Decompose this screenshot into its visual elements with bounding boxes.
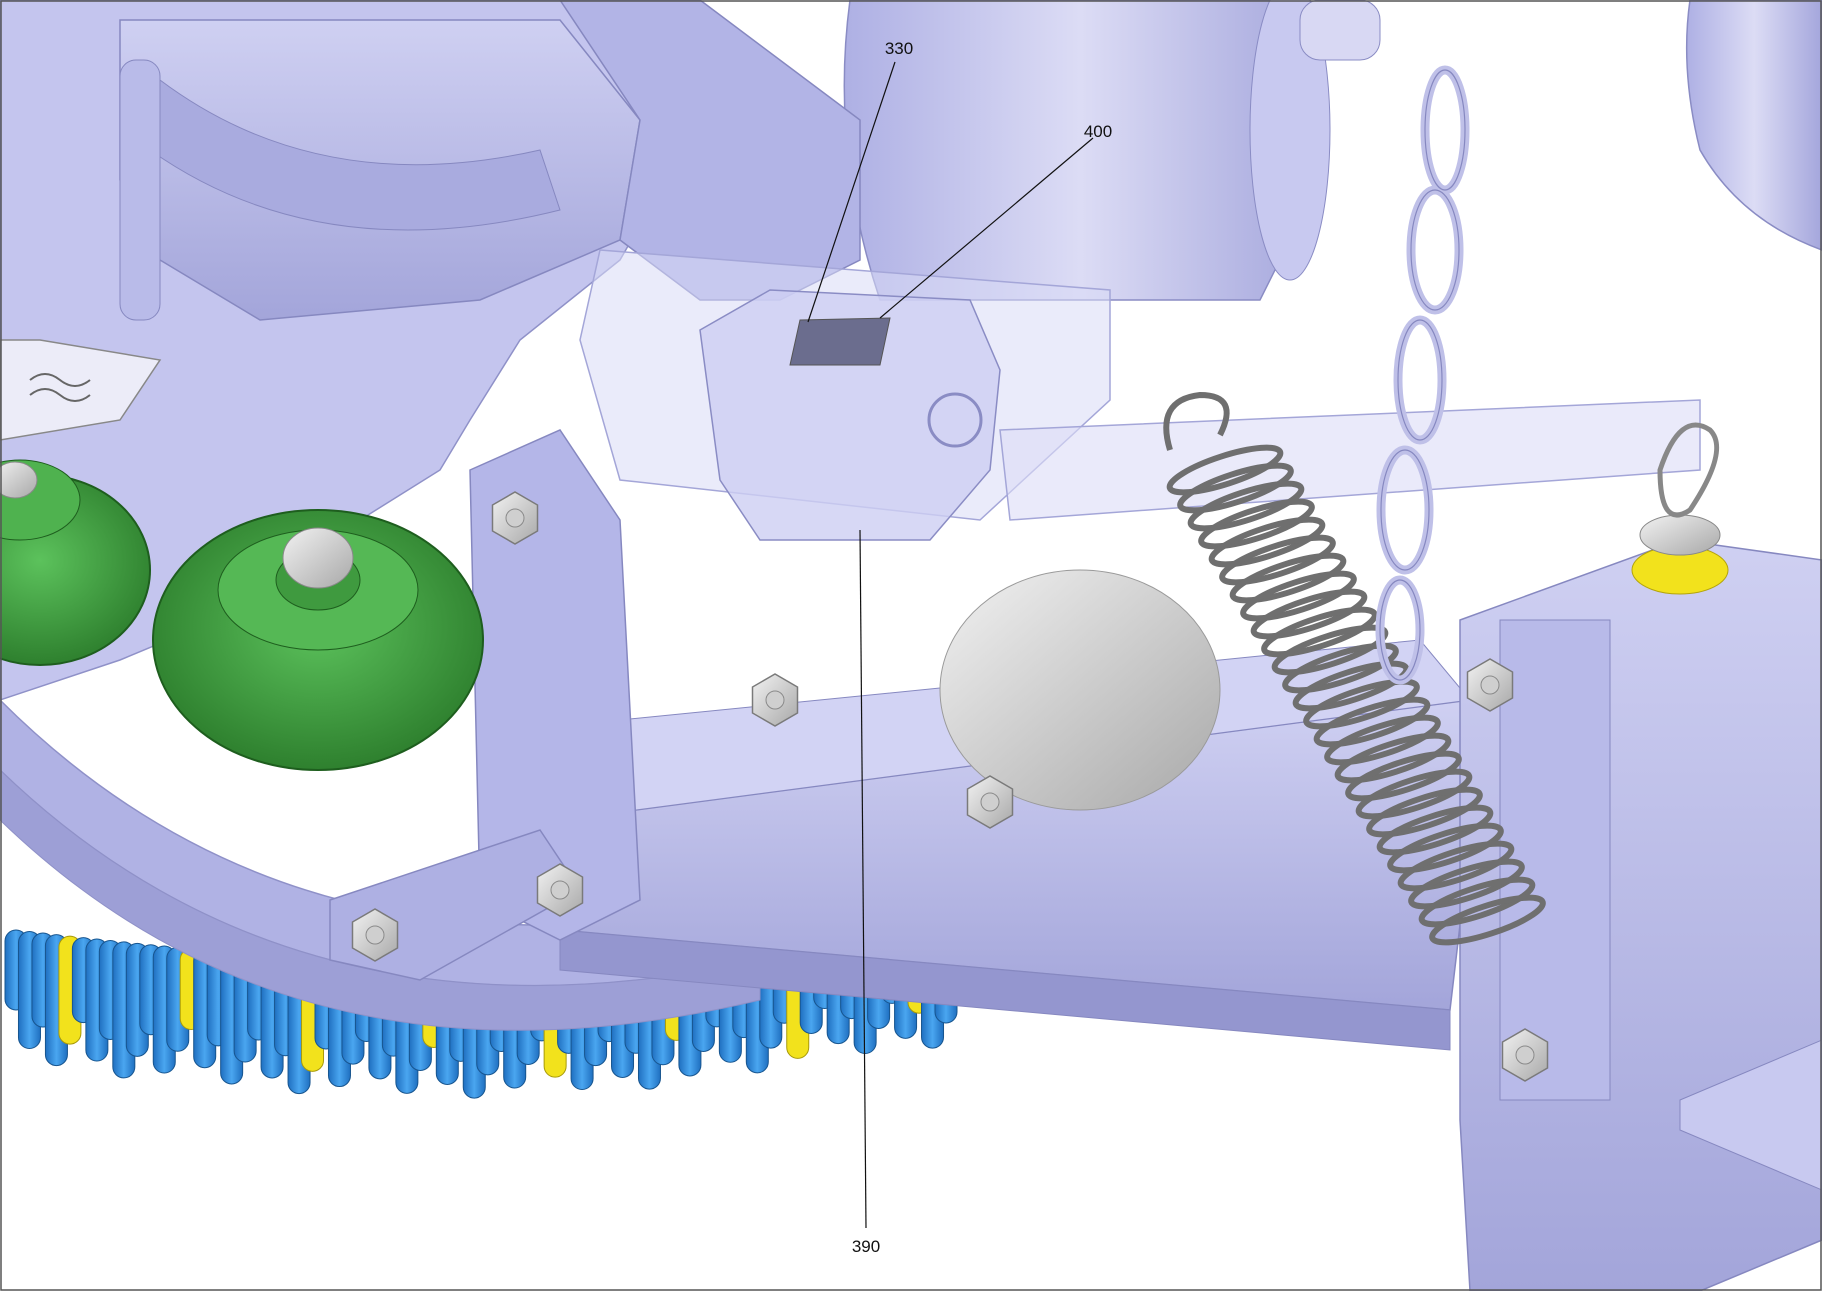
spring-coil	[1429, 894, 1546, 946]
spring-coil	[1166, 444, 1284, 496]
spring-coil	[1261, 606, 1378, 658]
deck-lower-face	[0, 769, 761, 1031]
spring-coil	[1408, 858, 1525, 910]
sensor-housing	[699, 289, 1001, 541]
secondary-motor	[1685, 0, 1822, 251]
motor-shaft	[1299, 0, 1381, 61]
beam-underside	[559, 929, 1451, 1051]
spring-coil	[1240, 570, 1357, 622]
hex-bolt	[751, 673, 799, 727]
guide-wheel-left	[0, 459, 151, 666]
spring-coil	[1208, 516, 1326, 568]
warning-heat-icon	[29, 373, 91, 402]
leader-330	[807, 61, 896, 323]
bolt-group	[351, 491, 1549, 1082]
motor-end-cap	[1249, 0, 1331, 281]
callout-400: 400	[1084, 122, 1112, 141]
spring-hook	[1163, 391, 1230, 451]
hex-bolt	[966, 775, 1014, 829]
warning-label	[0, 339, 162, 441]
spring-coil	[1292, 660, 1410, 712]
sensor-connector	[927, 392, 983, 448]
chain-outline	[1379, 69, 1466, 681]
tension-spring	[1163, 391, 1546, 946]
spring-coil	[1187, 480, 1305, 532]
leader-400	[879, 137, 1094, 319]
spring-coil	[1282, 642, 1399, 694]
spring-coil	[1387, 822, 1504, 874]
spring-coil	[1334, 732, 1452, 784]
side-bracket-foot	[1679, 1039, 1822, 1191]
spring-coil	[1198, 498, 1315, 550]
hex-bolt	[351, 908, 399, 962]
guide-wheel-right	[152, 509, 484, 771]
spring-coil	[1219, 534, 1336, 586]
spring-coil	[1355, 768, 1473, 820]
spring-coil	[1418, 876, 1536, 928]
spring-coil	[1376, 804, 1494, 856]
spring-coil	[1397, 840, 1515, 892]
spring-coil	[1271, 624, 1389, 676]
pulley-dome	[939, 569, 1221, 811]
spring-coil	[1366, 786, 1483, 838]
hex-bolt	[1501, 1028, 1549, 1082]
spring-coil	[1303, 678, 1420, 730]
gearbox-post	[119, 59, 161, 321]
callout-layer: 330 400 390	[807, 39, 1112, 1256]
hex-bolt	[536, 863, 584, 917]
spring-coil	[1177, 462, 1294, 514]
spring-coil	[1313, 696, 1431, 748]
spring-coil	[1345, 750, 1462, 802]
gearbox-arc	[149, 79, 561, 231]
spring-coil	[1250, 588, 1368, 640]
hex-bolt	[1466, 658, 1514, 712]
washer-screw	[1639, 514, 1721, 556]
callout-390: 390	[852, 1237, 880, 1256]
spring-coil	[1229, 552, 1347, 604]
cable-clip	[1657, 422, 1720, 518]
motor-body	[843, 0, 1318, 301]
sensor-window	[789, 317, 891, 366]
callout-330: 330	[885, 39, 913, 58]
hex-bolt	[491, 491, 539, 545]
spring-coil	[1324, 714, 1441, 766]
leader-390	[859, 529, 867, 1229]
